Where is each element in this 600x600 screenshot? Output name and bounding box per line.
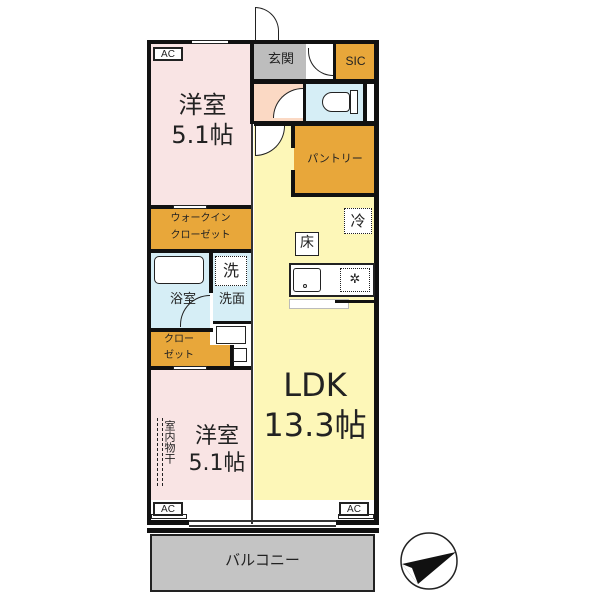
indoor-drying-label: 室内物干 <box>163 420 176 464</box>
wall-bath-right <box>209 253 213 293</box>
ldk-size: 13.3帖 <box>263 406 367 444</box>
toilet-icon <box>322 92 350 112</box>
outer-wall-right <box>374 40 379 524</box>
outer-wall-left <box>147 40 151 524</box>
outer-wall-bottom <box>147 528 379 533</box>
wall-pantry-left <box>291 126 295 148</box>
bathtub-icon <box>154 256 204 284</box>
wall-pantry-left-2 <box>291 170 295 196</box>
pantry <box>294 126 375 193</box>
balcony-label: バルコニー <box>225 551 300 569</box>
wall-pantry-bottom <box>291 193 375 197</box>
sic <box>336 43 375 80</box>
western-room-1-label: 洋室 <box>178 91 227 119</box>
outer-wall-top <box>147 40 378 44</box>
wall-toilet-right <box>363 84 367 122</box>
wall-entrance-bottom <box>254 79 379 84</box>
sink-white-box <box>233 348 247 362</box>
western-room-2-label: 洋室 <box>194 424 239 449</box>
kitchen-sink-icon <box>293 268 321 292</box>
ldk-label: LDK <box>283 366 347 404</box>
ac-label-room2: AC <box>153 502 183 516</box>
western-room-1-size: 5.1帖 <box>171 121 234 149</box>
kitchen-drain <box>303 284 307 288</box>
bathroom-label: 浴室 <box>169 292 196 307</box>
counter-wall <box>335 300 375 303</box>
walk-in-closet <box>150 208 251 250</box>
window-top <box>192 40 228 44</box>
wall-closet-right <box>230 345 234 367</box>
entrance-label: 玄関 <box>267 52 294 67</box>
wall-bath-bottom <box>147 328 213 332</box>
ac-label-room1: AC <box>153 47 183 61</box>
counter-front <box>289 299 349 309</box>
outer-wall-bottom-right <box>336 520 379 525</box>
closet <box>150 332 210 367</box>
floor-heating-icon: 床 <box>295 232 319 256</box>
wic-label-2: クローゼット <box>170 230 231 241</box>
indoor-drying-rail <box>157 418 163 486</box>
toilet-tank <box>350 90 358 114</box>
wall-toilet-bottom <box>254 121 379 126</box>
wall-center-thin <box>251 124 253 524</box>
north-arrow-icon <box>400 532 458 590</box>
closet-label-2: ゼット <box>164 350 194 361</box>
closet-ext <box>210 345 230 367</box>
vanity-sink-icon <box>216 326 246 344</box>
stove-icon: ✲ <box>340 268 370 292</box>
wall-wash-bottom <box>213 321 251 324</box>
refrigerator-icon: 冷 <box>344 208 372 234</box>
pantry-label: パントリー <box>307 152 363 165</box>
washroom-label: 洗面 <box>218 292 245 307</box>
western-room-2 <box>150 370 251 500</box>
wic-label-1: ウォークイン <box>170 213 231 224</box>
balcony-window <box>189 520 336 522</box>
balcony-window-2 <box>189 525 336 527</box>
washer-icon: 洗 <box>215 256 247 286</box>
wall-sic-left <box>333 43 336 80</box>
outer-wall-bottom-left <box>147 520 189 525</box>
wall-wic-bottom <box>147 249 251 253</box>
wall-center <box>250 40 254 124</box>
entrance-door-arc <box>255 7 279 40</box>
western-room-1 <box>150 43 251 205</box>
closet-door <box>173 366 207 370</box>
western-room-2-size: 5.1帖 <box>188 451 246 476</box>
closet-label-1: クロー <box>164 334 194 345</box>
wic-door <box>173 205 207 209</box>
ac-label-ldk: AC <box>339 502 369 516</box>
balcony <box>150 534 375 592</box>
wall-toilet-left <box>303 84 306 122</box>
sic-label: SIC <box>345 54 366 68</box>
